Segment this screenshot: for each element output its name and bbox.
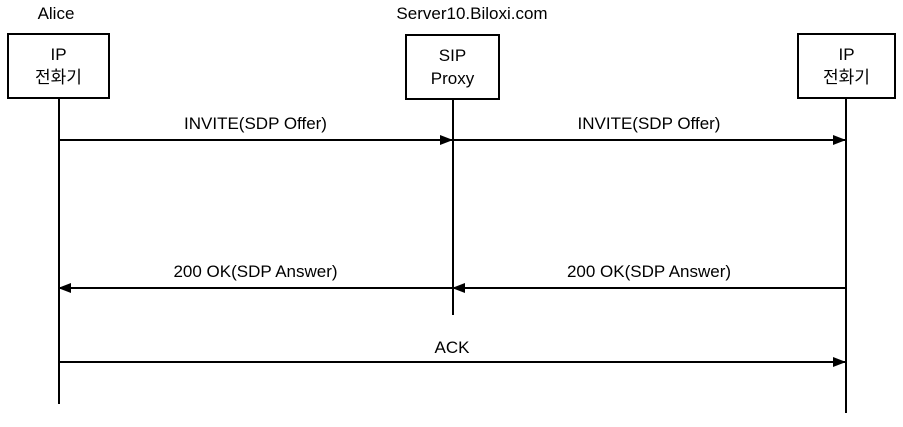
message-invite-alice-to-proxy: INVITE(SDP Offer): [59, 114, 453, 145]
message-label: ACK: [434, 338, 470, 357]
arrowhead-right-icon: [833, 135, 846, 145]
lifeline-sip-proxy: [452, 100, 454, 315]
message-label: INVITE(SDP Offer): [184, 114, 327, 133]
arrowhead-right-icon: [833, 357, 846, 367]
participant-box-line: SIP: [438, 46, 467, 65]
arrowhead-left-icon: [452, 283, 465, 293]
participant-box-line: 전화기: [35, 68, 82, 87]
message-label: 200 OK(SDP Answer): [566, 262, 732, 281]
participant-box-alice-ip-phone: IP 전화기: [7, 33, 110, 99]
message-line: [59, 361, 845, 363]
lifeline-right-ip-phone: [845, 99, 847, 413]
message-line: [59, 139, 452, 141]
message-label: INVITE(SDP Offer): [577, 114, 721, 133]
participant-box-line: Proxy: [430, 69, 475, 88]
participant-box-line: 전화기: [823, 68, 870, 87]
message-label: 200 OK(SDP Answer): [173, 262, 338, 281]
lifeline-alice-ip-phone: [58, 99, 60, 404]
participant-box-right-ip-phone: IP 전화기: [797, 33, 896, 99]
message-line: [453, 287, 845, 289]
message-invite-proxy-to-phone: INVITE(SDP Offer): [453, 114, 846, 145]
message-line: [453, 139, 845, 141]
arrowhead-left-icon: [58, 283, 71, 293]
message-line: [59, 287, 452, 289]
participant-box-line: IP: [50, 45, 67, 64]
participant-box-line: IP: [838, 45, 855, 64]
arrowhead-right-icon: [440, 135, 453, 145]
actor-title-alice: Alice: [37, 4, 75, 23]
message-200ok-proxy-to-alice: 200 OK(SDP Answer): [58, 262, 452, 293]
participant-box-sip-proxy: SIP Proxy: [405, 34, 500, 100]
actor-title-server: Server10.Biloxi.com: [396, 4, 548, 23]
message-200ok-phone-to-proxy: 200 OK(SDP Answer): [452, 262, 845, 293]
message-ack-alice-to-phone: ACK: [59, 338, 846, 367]
